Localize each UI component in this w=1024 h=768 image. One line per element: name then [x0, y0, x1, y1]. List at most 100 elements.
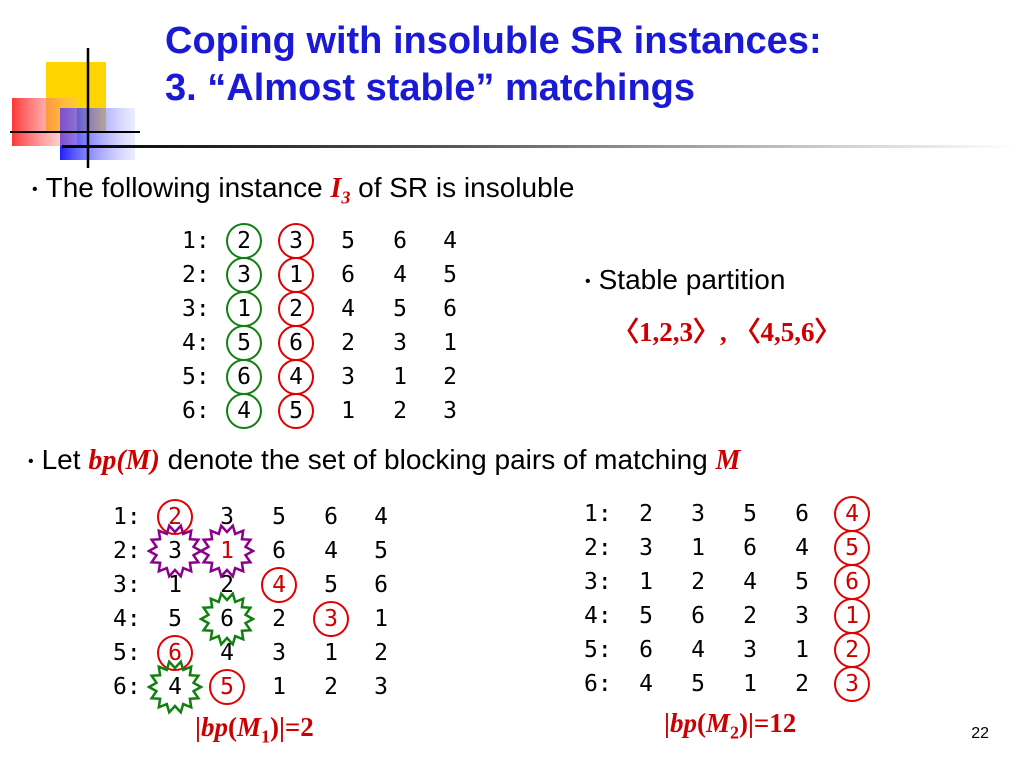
preference-entry: 6: [272, 538, 286, 564]
bullet-stable-partition: • Stable partition: [585, 264, 785, 296]
preference-entry: 2: [374, 640, 388, 666]
agent-label: 4:: [113, 606, 141, 632]
green-circle-mark: [226, 393, 262, 429]
slide-title-line1: Coping with insoluble SR instances:: [165, 20, 822, 62]
agent-label: 1:: [113, 504, 141, 530]
preference-entry: 4: [639, 671, 653, 697]
caption1-m: M: [236, 712, 261, 742]
preference-entry: 2: [341, 330, 355, 356]
red-circle-mark: [313, 601, 349, 637]
red-circle-mark: [278, 223, 314, 259]
agent-label: 6:: [113, 674, 141, 700]
bullet-dot-icon: •: [585, 272, 591, 290]
preference-entry: 6: [639, 637, 653, 663]
red-circle-mark: [834, 564, 870, 600]
agent-label: 5:: [113, 640, 141, 666]
caption1-sub: 1: [260, 726, 270, 747]
preference-entry: 4: [341, 296, 355, 322]
preference-entry: 4: [220, 640, 234, 666]
red-circle-mark: [278, 291, 314, 327]
preference-entry: 3: [341, 364, 355, 390]
red-circle-mark: [834, 496, 870, 532]
preference-entry: 5: [743, 501, 757, 527]
preference-entry: 1: [272, 674, 286, 700]
matching-m-term: M: [715, 445, 741, 476]
red-circle-mark: [834, 530, 870, 566]
preference-entry: 5: [272, 504, 286, 530]
preference-entry: 5: [324, 572, 338, 598]
red-circle-mark: [278, 325, 314, 361]
bullet3-middle: denote the set of blocking pairs of matc…: [159, 444, 716, 475]
preference-entry: 3: [795, 603, 809, 629]
caption2-m: M: [705, 708, 730, 738]
agent-label: 2:: [584, 535, 612, 561]
preference-entry: 2: [220, 572, 234, 598]
page-number: 22: [971, 725, 989, 742]
preference-entry: 6: [443, 296, 457, 322]
preference-entry: 5: [443, 262, 457, 288]
preference-entry: 6: [374, 572, 388, 598]
matching1-blocking-count: |bp(M1)|=2: [195, 712, 314, 747]
blocking-pair-star-icon: [199, 523, 255, 579]
preference-entry: 3: [220, 504, 234, 530]
preference-entry: 2: [272, 606, 286, 632]
preference-entry: 6: [220, 606, 234, 632]
preference-entry: 3: [272, 640, 286, 666]
agent-label: 2:: [182, 262, 210, 288]
preference-entry: 3: [743, 637, 757, 663]
preference-entry: 2: [743, 603, 757, 629]
preference-entry: 4: [324, 538, 338, 564]
preference-entry: 5: [691, 671, 705, 697]
bullet2-prefix: Stable partition: [598, 264, 786, 295]
red-circle-mark: [834, 598, 870, 634]
preference-entry: 4: [743, 569, 757, 595]
green-circle-mark: [226, 291, 262, 327]
caption1-bp: bp: [200, 712, 228, 742]
agent-label: 6:: [182, 398, 210, 424]
stable-partition-value: 〈1,2,3〉, 〈4,5,6〉: [612, 317, 842, 347]
agent-label: 3:: [182, 296, 210, 322]
preference-entry: 5: [393, 296, 407, 322]
preference-entry: 4: [374, 504, 388, 530]
preference-entry: 1: [220, 538, 234, 564]
instance-letter: I: [330, 173, 342, 204]
preference-entry: 6: [324, 504, 338, 530]
preference-entry: 5: [795, 569, 809, 595]
preference-entry: 4: [795, 535, 809, 561]
agent-label: 1:: [584, 501, 612, 527]
caption1-bar: |: [195, 712, 201, 742]
preference-entry: 6: [341, 262, 355, 288]
green-circle-mark: [226, 359, 262, 395]
preference-entry: 1: [168, 572, 182, 598]
preference-entry: 2: [324, 674, 338, 700]
bullet1-suffix: of SR is insoluble: [350, 172, 575, 203]
preference-entry: 5: [168, 606, 182, 632]
preference-entry: 1: [341, 398, 355, 424]
matching2-blocking-count: |bp(M2)|=12: [664, 708, 796, 743]
agent-label: 1:: [182, 228, 210, 254]
red-circle-mark: [261, 567, 297, 603]
preference-entry: 2: [691, 569, 705, 595]
preference-entry: 1: [795, 637, 809, 663]
red-circle-mark: [834, 666, 870, 702]
caption2-bar: |: [664, 708, 670, 738]
preference-entry: 1: [743, 671, 757, 697]
caption1-paren: (: [227, 712, 237, 742]
preference-entry: 6: [743, 535, 757, 561]
agent-label: 5:: [182, 364, 210, 390]
agent-label: 3:: [113, 572, 141, 598]
red-circle-mark: [209, 669, 245, 705]
slide-title: Coping with insoluble SR instances: 3. “…: [165, 18, 822, 112]
bp-m-term: bp(M): [88, 445, 160, 476]
preference-entry: 1: [324, 640, 338, 666]
instance-subscript: 3: [341, 187, 351, 208]
preference-entry: 4: [168, 674, 182, 700]
preference-entry: 2: [393, 398, 407, 424]
red-circle-mark: [278, 393, 314, 429]
preference-entry: 2: [795, 671, 809, 697]
preference-entry: 1: [443, 330, 457, 356]
agent-label: 4:: [182, 330, 210, 356]
bullet-dot-icon: •: [28, 452, 34, 470]
